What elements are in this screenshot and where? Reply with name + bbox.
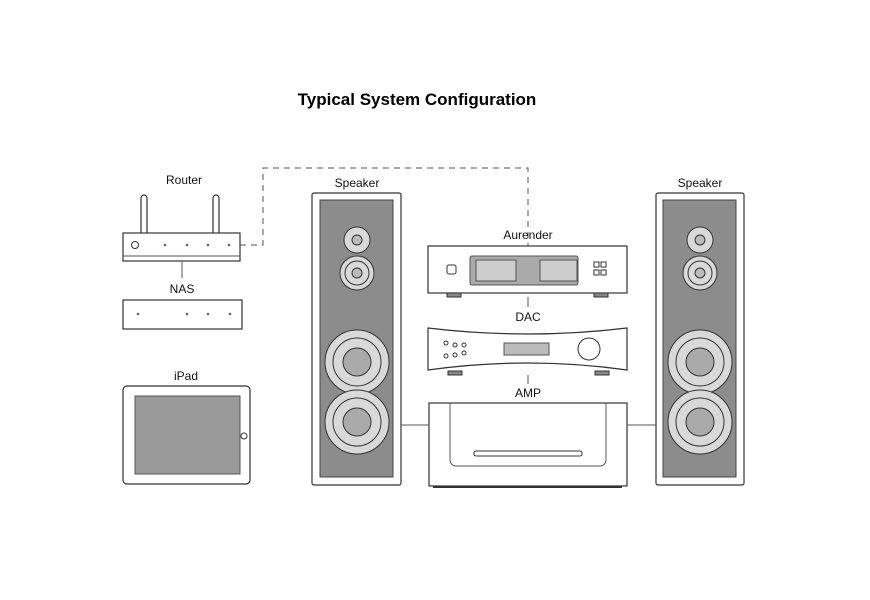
aurender: Aurender [427,228,628,298]
nas: NAS [122,282,243,330]
router-label: Router [166,173,202,187]
amp-label: AMP [515,386,541,400]
antenna-right [212,194,220,236]
diagram-title: Typical System Configuration [298,90,537,109]
ipad-screen [134,395,241,475]
nas-body [122,299,243,330]
home-button-icon [240,432,248,440]
volume-knob-icon [577,337,601,361]
speaker-right-label: Speaker [678,176,723,190]
speaker-right: Speaker [655,176,745,486]
network-link [240,167,529,246]
nas-label: NAS [170,282,195,296]
amp: AMP [428,386,628,488]
router: Router [122,173,241,262]
ipad-label: iPad [174,369,198,383]
ipad: iPad [122,369,251,485]
router-body [122,232,241,262]
dac: DAC [427,310,628,376]
antenna-left [140,194,148,236]
speaker-left: Speaker [311,176,402,486]
power-button-icon [131,241,139,249]
dac-label: DAC [515,310,541,324]
speaker-left-label: Speaker [335,176,380,190]
aurender-label: Aurender [503,228,552,242]
